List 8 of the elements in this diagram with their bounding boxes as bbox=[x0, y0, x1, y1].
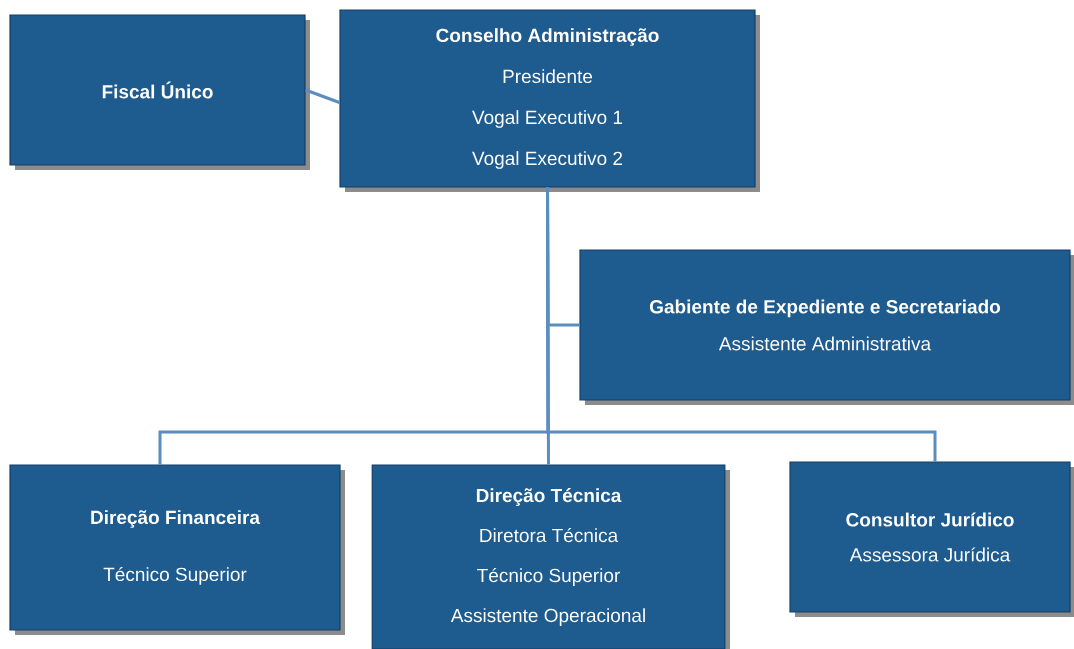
connector-line bbox=[546, 187, 937, 462]
org-box: Direção Técnica Diretora Técnica Técnico Superior Assistente Operacional bbox=[371, 464, 730, 649]
connector-line bbox=[305, 88, 340, 104]
org-box: Consultor Jurídico Assessora Jurídica bbox=[789, 461, 1074, 617]
org-box: Conselho Administração Presidente Vogal Executivo 1 Vogal Executivo 2 bbox=[339, 9, 760, 192]
org-box: Fiscal Único bbox=[9, 14, 310, 170]
org-box: Direção Financeira Técnico Superior bbox=[9, 464, 345, 635]
org-box: Gabiente de Expediente e Secretariado Assistente Administrativa bbox=[579, 249, 1074, 405]
